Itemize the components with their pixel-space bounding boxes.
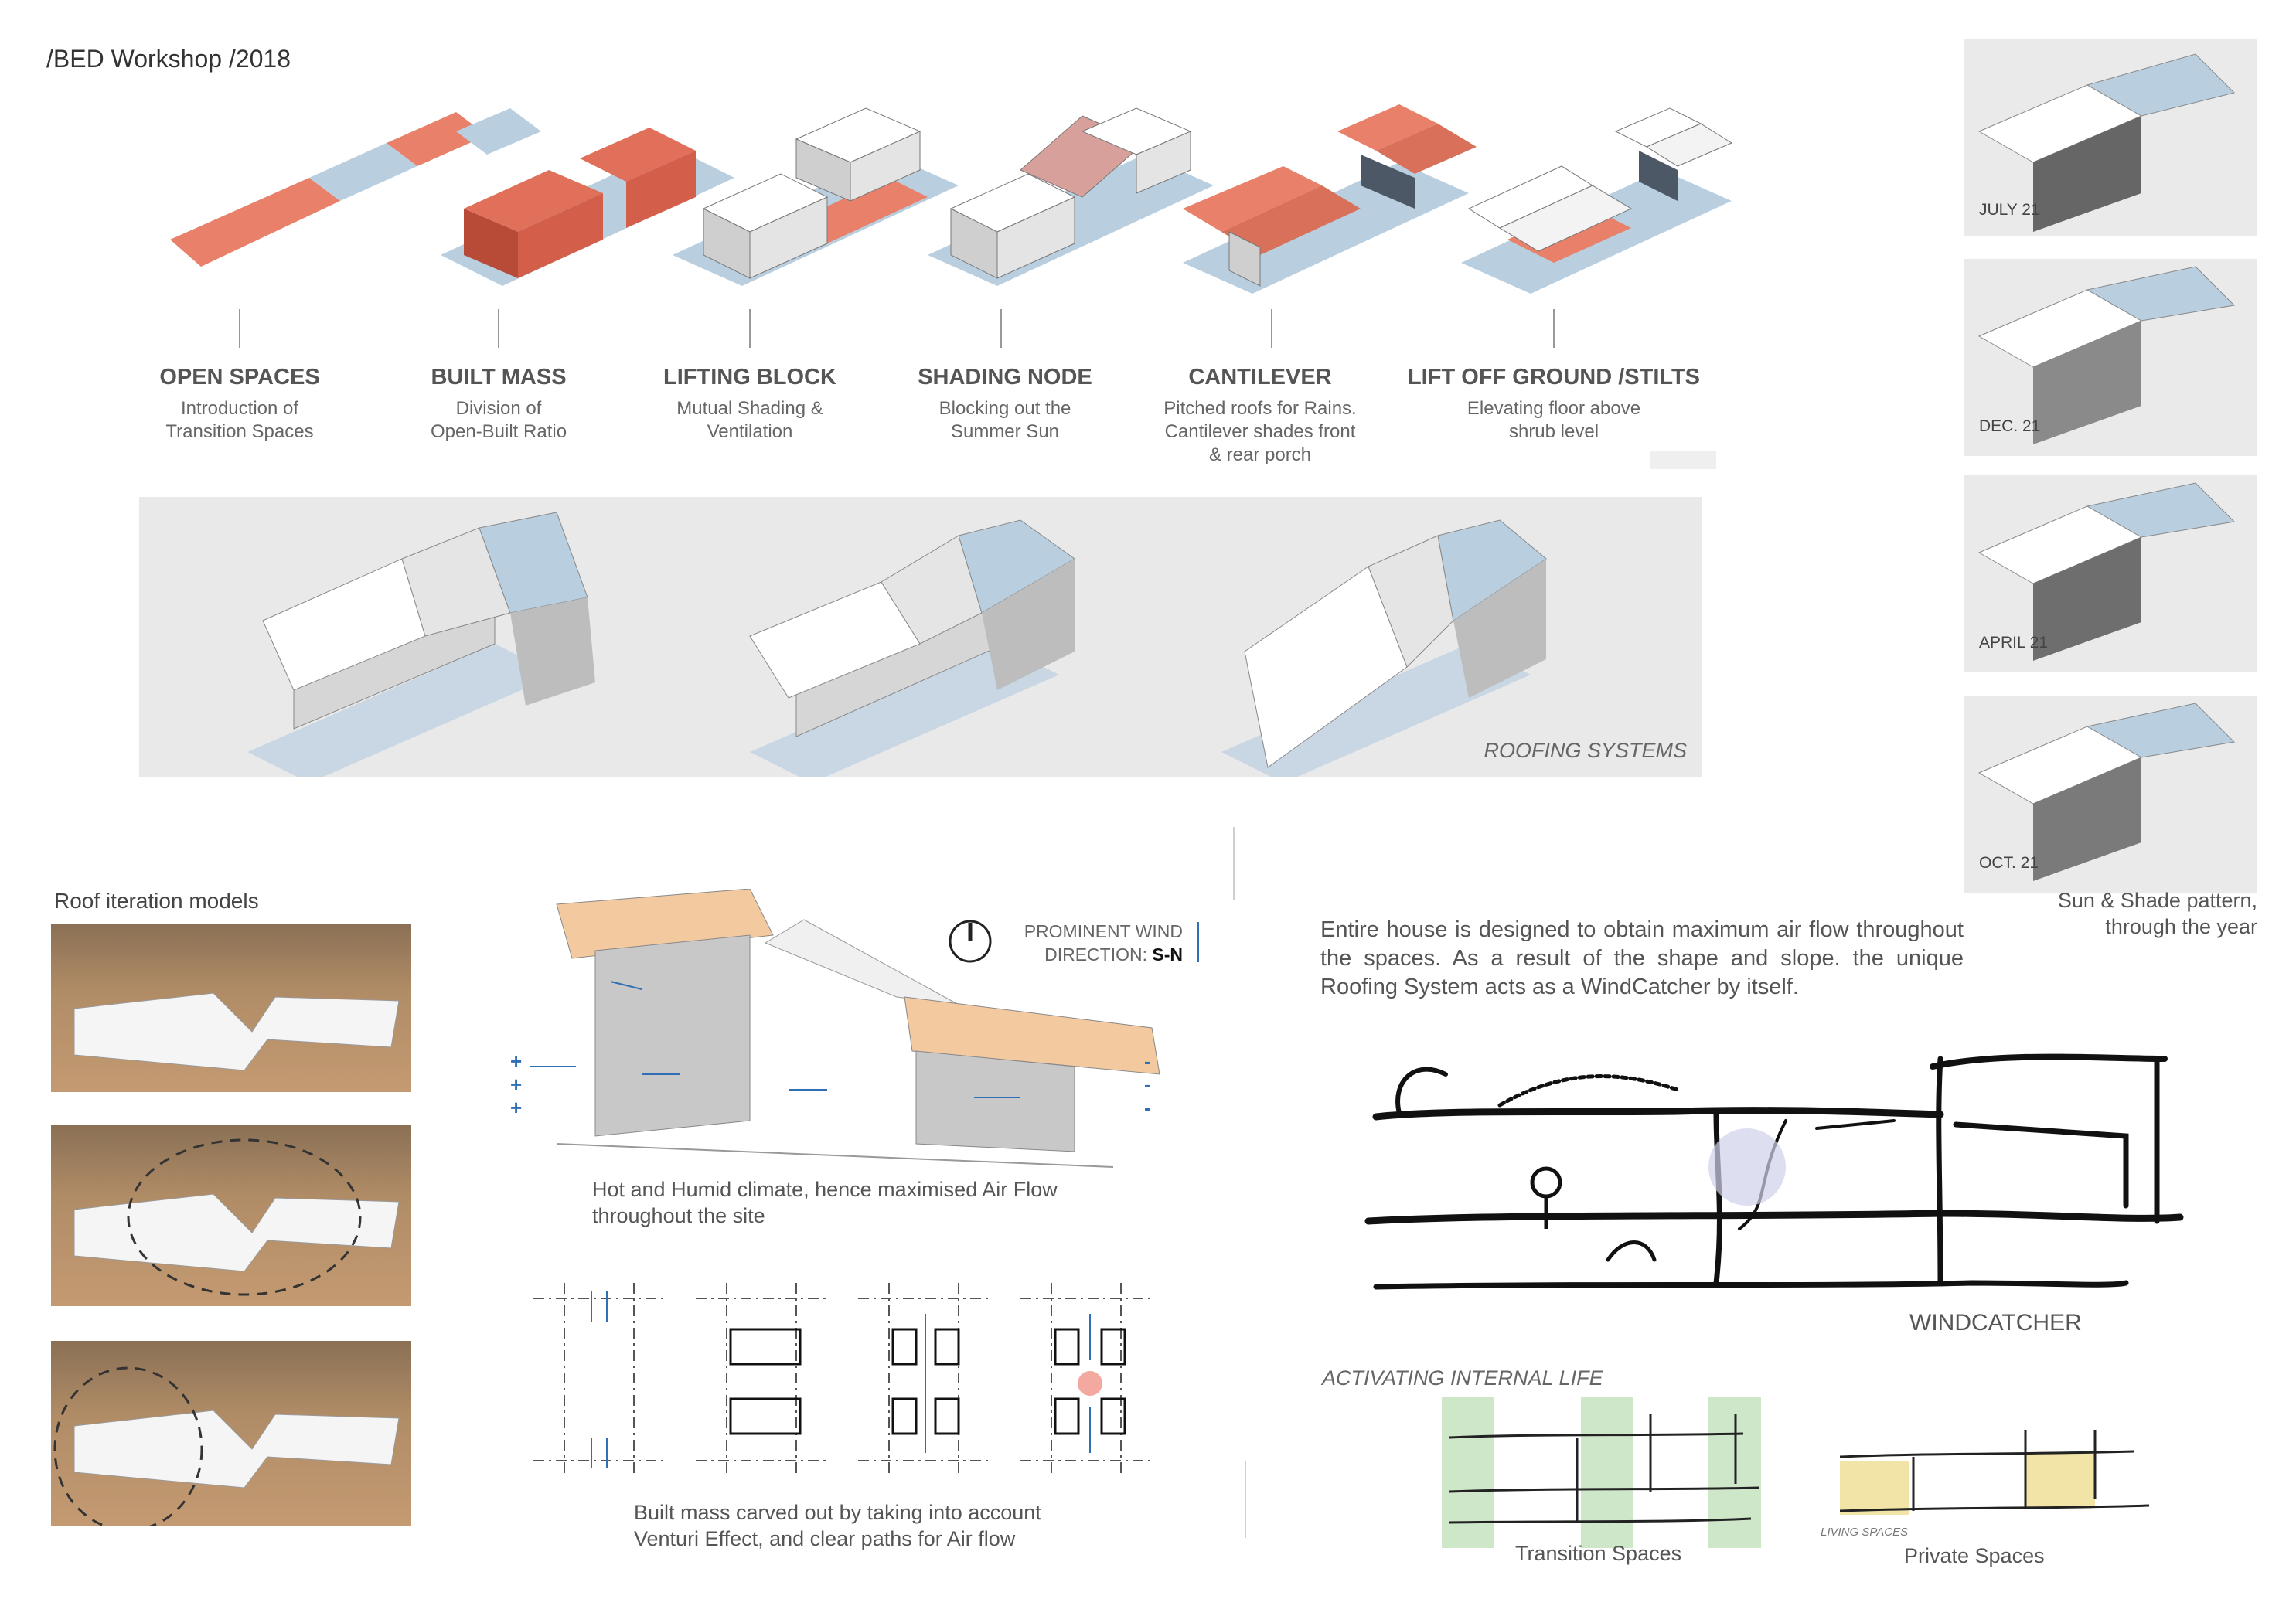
- strategy-diagrams: [170, 104, 1733, 348]
- roof-iteration-photo-3: [51, 1341, 411, 1532]
- wind-direction-value: S-N: [1152, 944, 1183, 965]
- wind-label-line1: PROMINENT WIND: [1024, 921, 1183, 941]
- plus-sign: +: [510, 1096, 522, 1119]
- sun-model-april: APRIL 21: [1964, 475, 2257, 672]
- transition-highlight: [1581, 1397, 1633, 1548]
- plus-sign: +: [510, 1073, 522, 1096]
- divider: [1233, 827, 1235, 900]
- built-mass-diagram: [441, 128, 734, 286]
- strategy-desc: Pitched roofs for Rains. Cantilever shad…: [1163, 398, 1357, 465]
- minus-sign: -: [1144, 1096, 1151, 1119]
- private-spaces-label: Private Spaces: [1904, 1544, 2045, 1567]
- roof-model-2: [749, 519, 1075, 783]
- roof-iteration-photo-2: [51, 1125, 411, 1306]
- open-spaces-diagram: [170, 108, 541, 267]
- divider: [1245, 1461, 1246, 1538]
- strategy-desc: Introduction of Transition Spaces: [165, 398, 314, 442]
- sun-date: OCT. 21: [1979, 854, 2039, 872]
- strategy-desc: Elevating floor above shrub level: [1467, 398, 1641, 442]
- strategy-title: SHADING NODE: [918, 365, 1092, 390]
- roof-model-1: [247, 512, 595, 783]
- transition-sketch: [1449, 1414, 1759, 1524]
- strategy-title: LIFT OFF GROUND /STILTS: [1407, 365, 1701, 390]
- wind-caption: Hot and Humid climate, hence maximised A…: [592, 1178, 1058, 1227]
- decor-tab: [1650, 451, 1716, 469]
- strategy-title: OPEN SPACES: [159, 365, 320, 390]
- transition-spaces-label: Transition Spaces: [1515, 1542, 1682, 1565]
- internal-life-label: ACTIVATING INTERNAL LIFE: [1322, 1366, 1603, 1390]
- minus-sign: -: [1144, 1073, 1151, 1096]
- sun-date: DEC. 21: [1979, 417, 2041, 435]
- roofing-systems-panel: ROOFING SYSTEMS: [139, 497, 1702, 783]
- sun-shade-caption: Sun & Shade pattern, through the year: [2057, 889, 2257, 938]
- sun-shade-column: JULY 21 DEC. 21 APRIL 21 OCT. 21: [1964, 39, 2257, 904]
- roofing-systems-label: ROOFING SYSTEMS: [1484, 739, 1687, 762]
- living-spaces-label: LIVING SPACES: [1821, 1526, 1909, 1539]
- north-compass-icon: [949, 920, 992, 963]
- roof-model-3: [1221, 519, 1547, 783]
- roofing-models: [247, 512, 1547, 783]
- private-highlight: [2025, 1453, 2095, 1507]
- strategy-title: BUILT MASS: [431, 365, 567, 390]
- airflow-description: Entire house is designed to obtain maxim…: [1320, 917, 1964, 999]
- sun-date: JULY 21: [1979, 201, 2040, 219]
- sun-date: APRIL 21: [1979, 634, 2049, 652]
- venturi-caption: Built mass carved out by taking into acc…: [634, 1501, 1041, 1550]
- shading-node-diagram: [928, 107, 1214, 286]
- roof-iteration-photo-1: [51, 924, 411, 1092]
- wind-accent-bar: [1197, 922, 1199, 962]
- sun-model-oct: OCT. 21: [1964, 696, 2257, 893]
- minus-sign: -: [1144, 1050, 1151, 1073]
- strategy-title: CANTILEVER: [1188, 365, 1332, 390]
- windcatcher-sketch: [1364, 1053, 2184, 1290]
- strategy-desc: Division of Open-Built Ratio: [430, 398, 567, 442]
- wind-section-diagram: + + + - - -: [510, 889, 1160, 1168]
- plus-sign: +: [510, 1050, 522, 1073]
- venturi-plans: [533, 1283, 1152, 1476]
- wind-label-prefix: DIRECTION:: [1044, 944, 1153, 965]
- private-highlight: [1840, 1461, 1909, 1515]
- lifting-block-diagram: [673, 107, 959, 286]
- private-sketch: [1839, 1430, 2150, 1512]
- wind-direction-label: PROMINENT WIND DIRECTION: S-N: [1005, 920, 1183, 966]
- sun-model-dec: DEC. 21: [1964, 259, 2257, 456]
- strategy-title: LIFTING BLOCK: [663, 365, 836, 390]
- cantilever-diagram: [1183, 104, 1477, 294]
- page-header: /BED Workshop /2018: [46, 45, 291, 73]
- windcatcher-label: WINDCATCHER: [1909, 1310, 2082, 1335]
- roof-models-label: Roof iteration models: [54, 889, 259, 913]
- strategy-desc: Mutual Shading & Ventilation: [676, 398, 823, 442]
- sun-model-july: JULY 21: [1964, 39, 2257, 236]
- stilts-diagram: [1461, 107, 1733, 294]
- strategy-desc: Blocking out the Summer Sun: [938, 398, 1071, 442]
